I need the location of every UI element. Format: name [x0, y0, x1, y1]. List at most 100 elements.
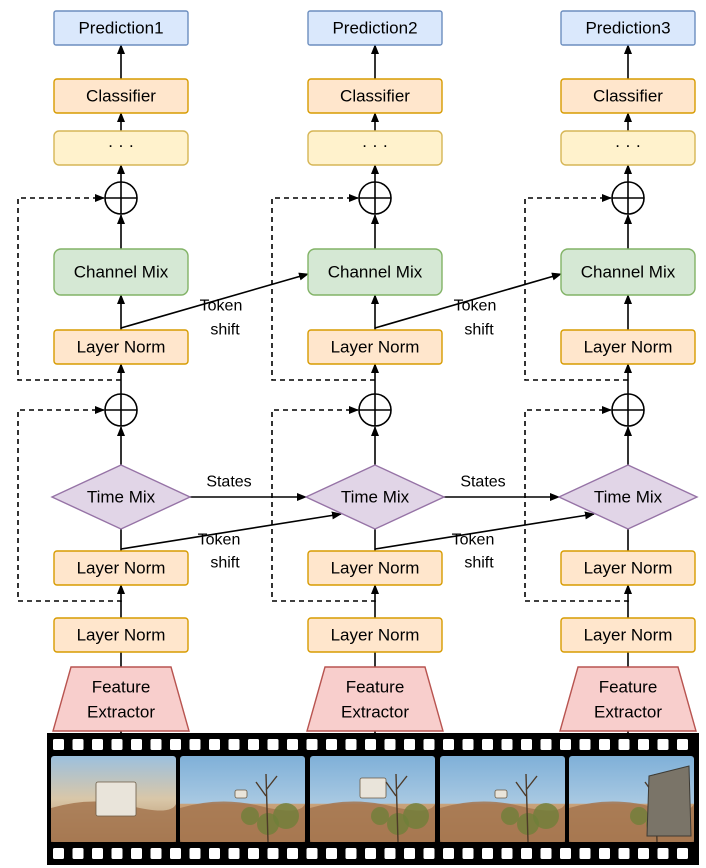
- sprocket-hole: [521, 739, 532, 750]
- layer-norm-box-bottom: [560, 617, 696, 653]
- sprocket-hole: [540, 739, 552, 750]
- sprocket-hole: [618, 848, 630, 859]
- sprocket-hole: [482, 739, 493, 750]
- token-shift-label: Token: [198, 532, 241, 549]
- layer-norm-label: Layer Norm: [77, 626, 166, 645]
- sprocket-hole: [287, 848, 298, 859]
- ellipsis-label: · · ·: [362, 136, 388, 155]
- channel-mix-box: [307, 248, 443, 296]
- sprocket-hole: [657, 848, 669, 859]
- rv-vehicle: [359, 777, 387, 799]
- sprocket-hole: [53, 848, 64, 859]
- sprocket-hole: [131, 739, 142, 750]
- feature-extractor-label: Feature: [599, 678, 658, 697]
- sprocket-hole: [111, 739, 123, 750]
- sprocket-hole: [579, 848, 591, 859]
- sprocket-hole: [599, 739, 610, 750]
- sum-node-lower: [611, 393, 645, 427]
- channel-mix-label: Channel Mix: [74, 263, 169, 282]
- prediction-label: Prediction2: [332, 19, 417, 38]
- classifier-box: [560, 78, 696, 114]
- rv-vehicle: [95, 781, 137, 817]
- sprocket-hole: [560, 739, 571, 750]
- shrub: [630, 807, 648, 825]
- shrub: [403, 803, 429, 829]
- token-shift-label: Token: [452, 532, 495, 549]
- film-frame-vehicle-wreck-shrubs: [569, 756, 694, 843]
- hidden-layers-box: [53, 130, 189, 166]
- feature-extractor-trapezoid: [559, 666, 697, 732]
- residual-skip-lower: [524, 406, 629, 602]
- token-shift-label: shift: [210, 322, 240, 339]
- feature-extractor-trapezoid: [306, 666, 444, 732]
- sum-node-upper: [104, 181, 138, 215]
- sprocket-hole: [657, 739, 669, 750]
- time-mix-diamond: [557, 464, 699, 530]
- residual-skip-upper: [17, 194, 121, 381]
- classifier-box: [307, 78, 443, 114]
- sprocket-hole: [482, 848, 493, 859]
- layer-norm-label: Layer Norm: [77, 559, 166, 578]
- channel-mix-box: [53, 248, 189, 296]
- sprocket-hole: [404, 739, 415, 750]
- sprocket-hole: [248, 848, 259, 859]
- frame-terrain: [51, 801, 176, 842]
- shrub: [241, 807, 259, 825]
- sprocket-hole: [248, 739, 259, 750]
- film-frame-desert-shrubs-distant-rv: [440, 756, 565, 843]
- layer-norm-box-top: [53, 329, 189, 365]
- time-mix-label: Time Mix: [87, 488, 156, 507]
- sprocket-hole: [131, 848, 142, 859]
- feature-extractor-label: Feature: [346, 678, 405, 697]
- time-mix-diamond: [50, 464, 192, 530]
- token-shift-label: Token: [454, 298, 497, 315]
- ellipsis-label: · · ·: [108, 136, 134, 155]
- states-label: States: [460, 474, 505, 491]
- sum-node-upper: [358, 181, 392, 215]
- dry-branches: [385, 773, 408, 843]
- film-frame-rv-behind-shrubs: [310, 756, 435, 843]
- dry-branches: [515, 773, 538, 843]
- layer-norm-box-bottom: [53, 617, 189, 653]
- hidden-layers-box: [560, 130, 696, 166]
- sprocket-hole: [189, 739, 201, 750]
- channel-mix-label: Channel Mix: [581, 263, 676, 282]
- layer-norm-label: Layer Norm: [331, 338, 420, 357]
- sprocket-hole: [209, 848, 220, 859]
- hidden-layers-box: [307, 130, 443, 166]
- sprocket-hole: [365, 848, 376, 859]
- layer-norm-label: Layer Norm: [584, 559, 673, 578]
- classifier-box: [53, 78, 189, 114]
- token-shift-label: Token: [200, 298, 243, 315]
- sprocket-hole: [677, 848, 688, 859]
- token-shift-label: shift: [210, 555, 240, 572]
- sprocket-hole: [150, 739, 162, 750]
- sprocket-hole: [501, 739, 513, 750]
- sprocket-hole: [111, 848, 123, 859]
- prediction-box: [560, 10, 696, 46]
- time-mix-diamond: [304, 464, 446, 530]
- sprocket-hole: [306, 848, 318, 859]
- prediction-box: [307, 10, 443, 46]
- sprocket-hole: [638, 739, 649, 750]
- channel-mix-box: [560, 248, 696, 296]
- shrub: [371, 807, 389, 825]
- sprocket-hole: [209, 739, 220, 750]
- sprocket-hole: [345, 848, 357, 859]
- film-frame-rv-driving-desert: [51, 756, 176, 842]
- classifier-label: Classifier: [340, 87, 410, 106]
- layer-norm-label: Layer Norm: [331, 559, 420, 578]
- connection-labels: TokenshiftStatesTokenshiftTokenshiftStat…: [198, 298, 506, 572]
- sprocket-hole: [638, 848, 649, 859]
- sprocket-hole: [326, 739, 337, 750]
- layer-norm-label: Layer Norm: [584, 626, 673, 645]
- feature-extractor-label: Feature: [92, 678, 151, 697]
- layer-norm-box-mid: [53, 550, 189, 586]
- states-label: States: [206, 474, 251, 491]
- prediction-label: Prediction1: [78, 19, 163, 38]
- prediction-label: Prediction3: [585, 19, 670, 38]
- sprocket-hole: [267, 739, 279, 750]
- feature-extractor-label: Extractor: [87, 703, 155, 722]
- sprocket-hole: [287, 739, 298, 750]
- sprocket-hole: [365, 739, 376, 750]
